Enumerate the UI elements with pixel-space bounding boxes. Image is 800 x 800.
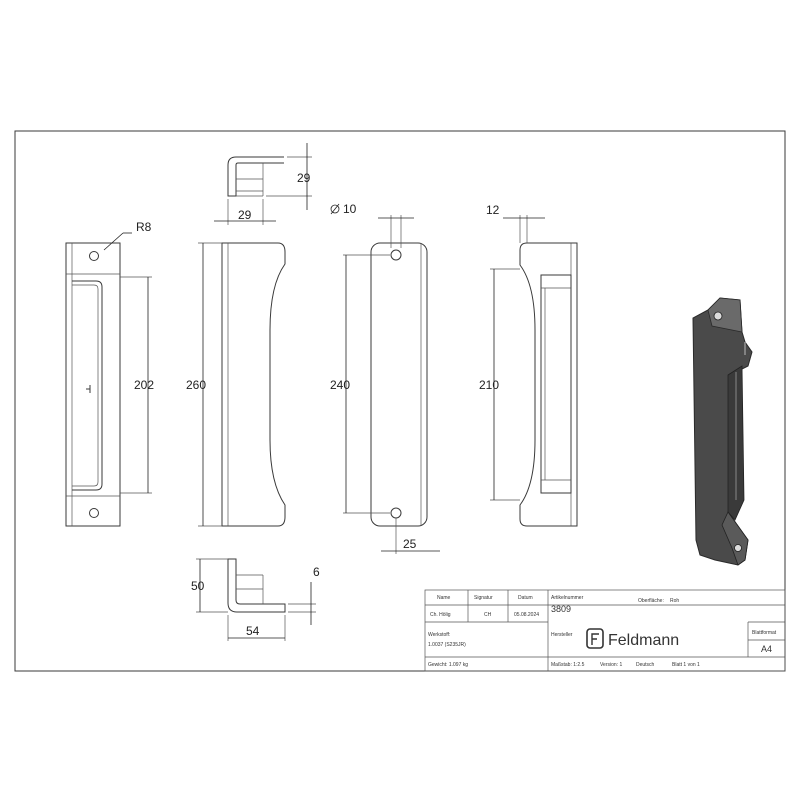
tb-signature-value: CH (484, 612, 492, 618)
dim-54: 54 (246, 624, 260, 638)
dim-r8: R8 (136, 220, 152, 234)
r8-leader (103, 232, 124, 251)
tb-surface-value: Roh (670, 598, 679, 604)
mount-hole-bottom (89, 508, 99, 518)
dim-10: 10 (343, 202, 357, 216)
dim-25: 25 (403, 537, 417, 551)
back-view (370, 242, 428, 527)
dim-29-side: 29 (238, 208, 252, 222)
tb-brand-name: Feldmann (608, 632, 679, 649)
tb-sheet-format-value: A4 (761, 644, 772, 654)
mount-hole-top (89, 251, 99, 261)
feldmann-logo-icon (586, 628, 604, 649)
tb-article-value: 3809 (551, 604, 571, 614)
hole-bottom (390, 507, 402, 519)
tb-manufacturer-label: Hersteller (551, 632, 573, 638)
tb-surface-label: Oberfläche: (638, 598, 664, 604)
tb-version-label: Version: 1 (600, 662, 622, 668)
section-view (519, 242, 578, 527)
iso-hole-top (713, 311, 723, 321)
dim-12: 12 (486, 203, 500, 217)
tb-date-value: 05.08.2024 (514, 612, 539, 618)
tb-date-label: Datum (518, 595, 533, 601)
isometric-view (692, 297, 753, 566)
title-block: Name Signatur Datum Artikelnummer Oberfl… (424, 589, 786, 672)
dim-260: 260 (186, 378, 206, 392)
front-view (65, 242, 121, 527)
dim-29-top: 29 (297, 171, 311, 185)
tb-material-value: 1.0037 (S235JR) (428, 642, 466, 648)
dim-202: 202 (134, 378, 154, 392)
iso-hole-bottom (734, 544, 742, 552)
hole-top (390, 249, 402, 261)
drawing-frame (14, 130, 786, 672)
side-view (221, 242, 286, 527)
tb-sheet-format-label: Blattformat (752, 630, 777, 636)
tb-scale-label: Maßstab: 1:2.5 (551, 662, 585, 668)
bottom-view (227, 558, 286, 613)
tb-article-label: Artikelnummer (551, 595, 584, 601)
tb-name-label: Name (437, 595, 451, 601)
tb-material-label: Werkstoff: (428, 632, 450, 638)
tb-name-value: Ch. Hölig (430, 612, 451, 618)
dim-50: 50 (191, 579, 205, 593)
dim-6: 6 (313, 565, 320, 579)
tb-sheet-label: Blatt 1 von 1 (672, 662, 700, 668)
dim-240: 240 (330, 378, 350, 392)
tb-signature-label: Signatur (474, 595, 493, 601)
dim-210: 210 (479, 378, 499, 392)
tb-language-label: Deutsch (636, 662, 655, 668)
tb-weight-label: Gewicht: 1.097 kg (428, 662, 468, 668)
top-view (227, 156, 284, 197)
